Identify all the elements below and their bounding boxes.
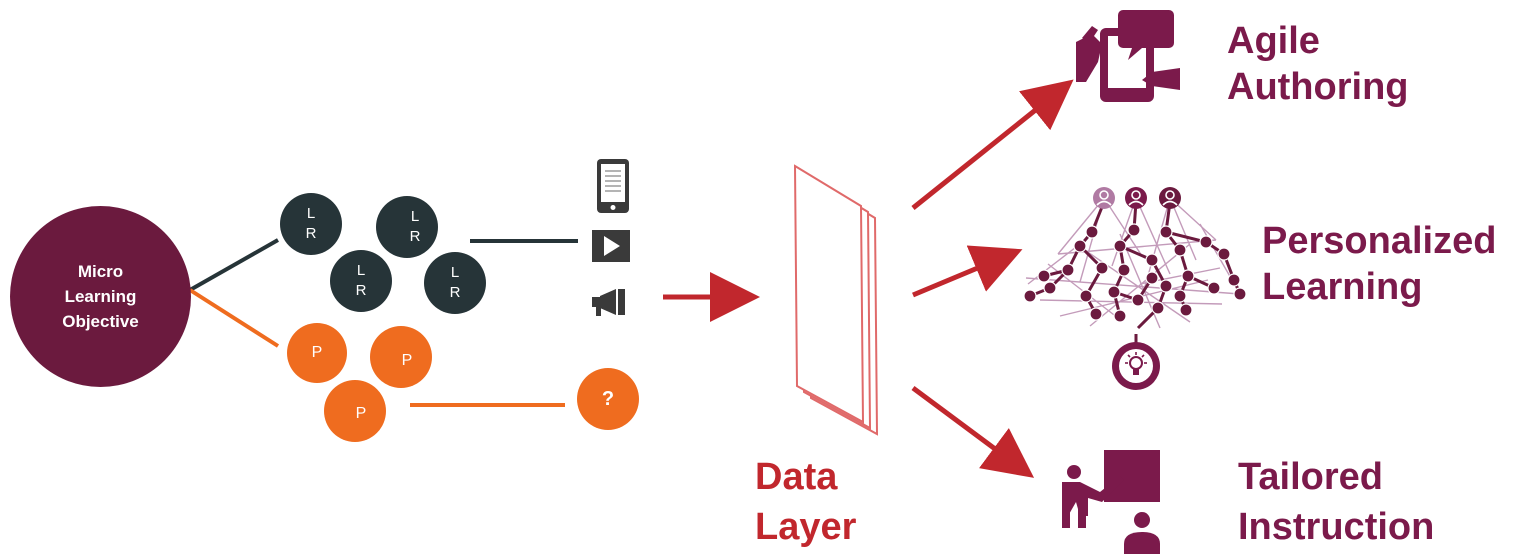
lr-node [376,196,438,258]
lr-top-letter: L [306,205,316,222]
tablet-icon [597,159,629,213]
personalized-learning-label: Personalized Learning [1262,218,1496,310]
teacher-board-icon [1062,450,1160,554]
lr-node-label: L R [280,193,342,255]
micro-learning-objective-node [10,206,191,387]
lr-bottom-letter: R [355,282,367,299]
question-node-label: ? [601,388,615,410]
data-to-authoring-arrow [911,79,1074,210]
root-line-1: Micro [77,262,124,281]
lr-top-letter: L [356,262,366,279]
agile-authoring-icon [1076,10,1180,102]
p-node [370,326,432,388]
lr-top-letter: L [410,208,420,225]
root-line-2: Learning [64,287,137,306]
personalized-learning-line-2: Learning [1262,266,1423,308]
question-node [577,368,639,430]
agile-authoring-label: Agile Authoring [1227,18,1409,110]
lr-bottom-letter: R [305,225,317,242]
p-node-label: P [311,344,323,361]
data-to-personalized-arrow [912,245,1023,298]
micro-learning-objective-label: Micro Learning Objective [10,206,191,387]
p-node [324,380,386,442]
lr-node-label: L R [424,252,486,314]
tailored-instruction-line-1: Tailored [1238,456,1383,498]
lr-node [330,250,392,312]
lr-top-letter: L [450,264,460,281]
data-layer-label: Data Layer [755,452,856,552]
p-node-label: P [401,352,413,369]
root-to-p-line [188,288,280,348]
root-to-lr-line [189,238,279,292]
agile-authoring-line-2: Authoring [1227,66,1409,108]
play-video-icon [592,230,630,262]
p-node-label: P [355,405,367,422]
root-line-3: Objective [62,312,139,331]
data-layer-pages-icon [793,164,879,436]
lr-bottom-letter: R [409,228,421,245]
lr-bottom-letter: R [449,284,461,301]
lr-node-label: L R [384,196,446,258]
agile-authoring-line-1: Agile [1227,20,1320,62]
data-layer-line-2: Layer [755,506,857,548]
megaphone-icon [592,289,625,316]
tailored-instruction-line-2: Instruction [1238,506,1435,548]
data-to-instruction-arrow [911,385,1035,478]
lr-node-label: L R [330,250,392,312]
lr-node [280,193,342,255]
personalized-learning-network-icon [1023,187,1247,390]
lr-node [424,252,486,314]
personalized-learning-line-1: Personalized [1262,220,1497,262]
data-layer-line-1: Data [755,456,838,498]
tailored-instruction-label: Tailored Instruction [1238,452,1434,552]
p-node [287,323,347,383]
